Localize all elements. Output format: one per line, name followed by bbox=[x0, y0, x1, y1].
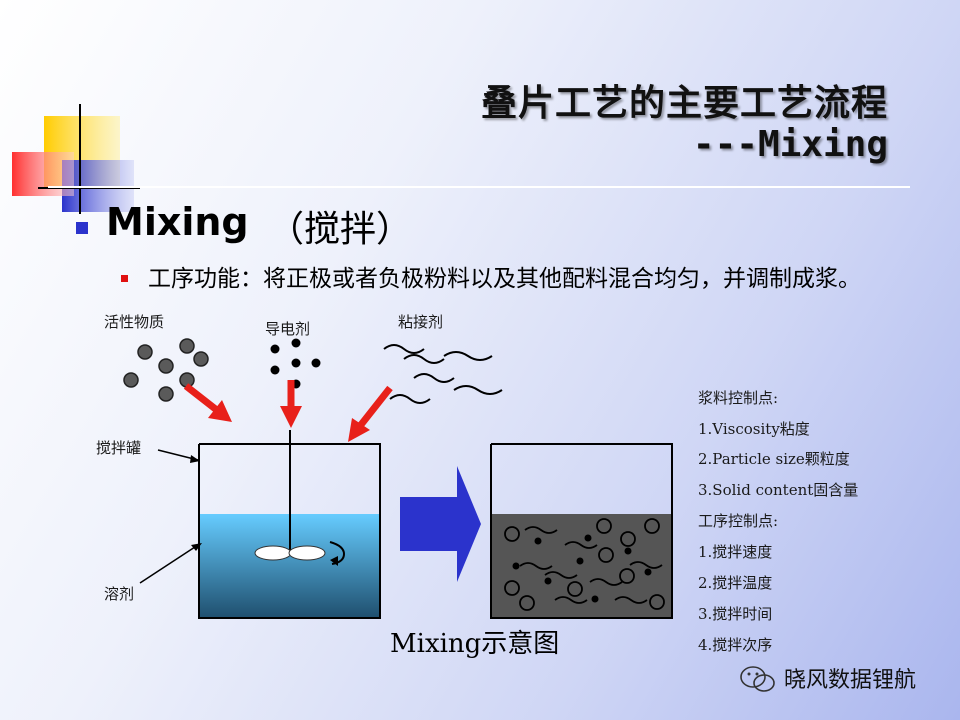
section-heading-chinese: （搅拌） bbox=[268, 209, 413, 250]
mixing-tank bbox=[198, 430, 381, 619]
watermark-brand: 晓风数据锂航 bbox=[784, 668, 917, 693]
label-binder: 粘接剂 bbox=[398, 313, 444, 331]
red-input-arrows bbox=[183, 380, 393, 442]
section-heading: Mixing bbox=[106, 200, 249, 244]
slurry-item: 1.Viscosity粘度 bbox=[698, 420, 810, 438]
wechat-icon bbox=[740, 666, 775, 692]
process-arrow bbox=[400, 466, 481, 582]
process-control-title: 工序控制点: bbox=[698, 512, 779, 530]
slurry-item: 2.Particle size颗粒度 bbox=[698, 450, 850, 468]
process-item: 2.搅拌温度 bbox=[698, 574, 773, 592]
page-subtitle: ---Mixing bbox=[692, 124, 888, 165]
process-item: 4.搅拌次序 bbox=[698, 636, 773, 654]
bullet-square-icon bbox=[76, 222, 88, 234]
diagram-caption: Mixing示意图 bbox=[390, 629, 560, 659]
slurry-tank bbox=[490, 443, 673, 619]
slurry-item: 3.Solid content固含量 bbox=[698, 481, 859, 499]
label-solvent: 溶剂 bbox=[104, 585, 135, 603]
title-divider bbox=[48, 186, 910, 188]
sub-bullet-icon bbox=[121, 275, 128, 282]
label-active-material: 活性物质 bbox=[104, 313, 165, 331]
page-title: 叠片工艺的主要工艺流程 bbox=[480, 83, 888, 124]
process-item: 3.搅拌时间 bbox=[698, 605, 773, 623]
slurry-control-title: 浆料控制点: bbox=[698, 389, 779, 407]
process-description: 工序功能：将正极或者负极粉料以及其他配料混合均匀，并调制成浆。 bbox=[148, 266, 861, 292]
conductive-agent-dots bbox=[270, 338, 321, 389]
label-conductive-agent: 导电剂 bbox=[265, 320, 311, 338]
label-tank: 搅拌罐 bbox=[96, 439, 142, 457]
active-material-particles bbox=[123, 338, 209, 402]
process-item: 1.搅拌速度 bbox=[698, 543, 773, 561]
binder-squiggles bbox=[383, 344, 503, 404]
